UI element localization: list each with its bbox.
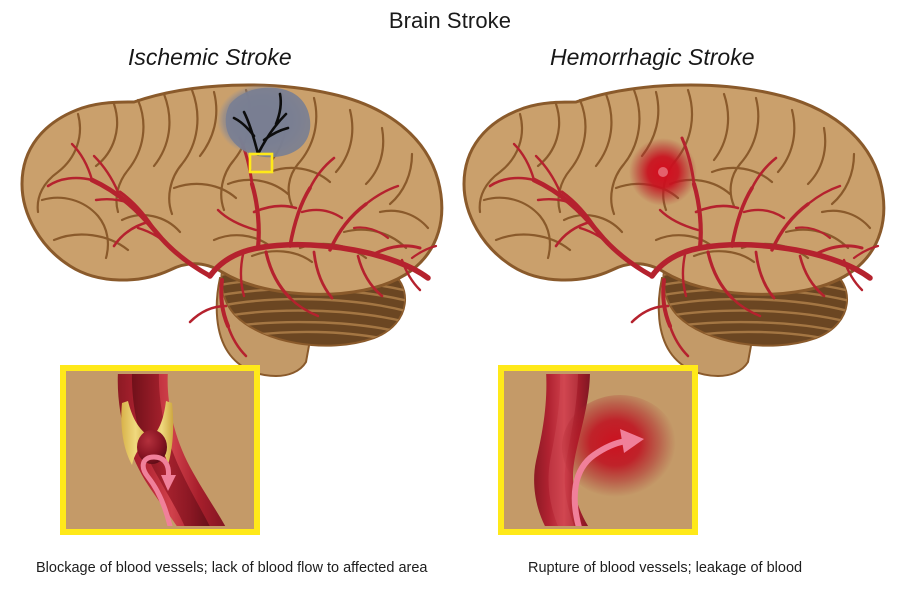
brain-diagram-ischemic — [14, 80, 444, 380]
brain-diagram-hemorrhagic — [456, 80, 886, 380]
page-title: Brain Stroke — [388, 8, 512, 33]
inset-blocked-artery — [60, 365, 260, 535]
blood-leak-arrow — [571, 438, 629, 526]
artery-wall — [534, 374, 590, 526]
blood-flow-arrow — [140, 454, 173, 526]
plaque-left — [121, 401, 150, 465]
cerebral-artery-tree — [46, 136, 438, 358]
cerebral-artery-tree — [488, 136, 880, 358]
lesion-marker-box — [248, 152, 274, 174]
plaque-right — [150, 401, 174, 465]
cerebrum — [20, 83, 444, 296]
infarct-region — [217, 84, 311, 158]
caption-ischemic: Blockage of blood vessels; lack of blood… — [36, 560, 428, 576]
blood-leak — [562, 395, 678, 499]
arrow-head — [620, 429, 644, 453]
caption-hemorrhagic: Rupture of blood vessels; leakage of blo… — [528, 560, 803, 576]
hemorrhage-region — [629, 138, 697, 206]
panel-title-hemorrhagic: Hemorrhagic Stroke — [550, 44, 755, 70]
panel-title-ischemic: Ischemic Stroke — [128, 44, 292, 70]
arrow-head — [161, 475, 176, 491]
inset-ruptured-artery — [498, 365, 698, 535]
